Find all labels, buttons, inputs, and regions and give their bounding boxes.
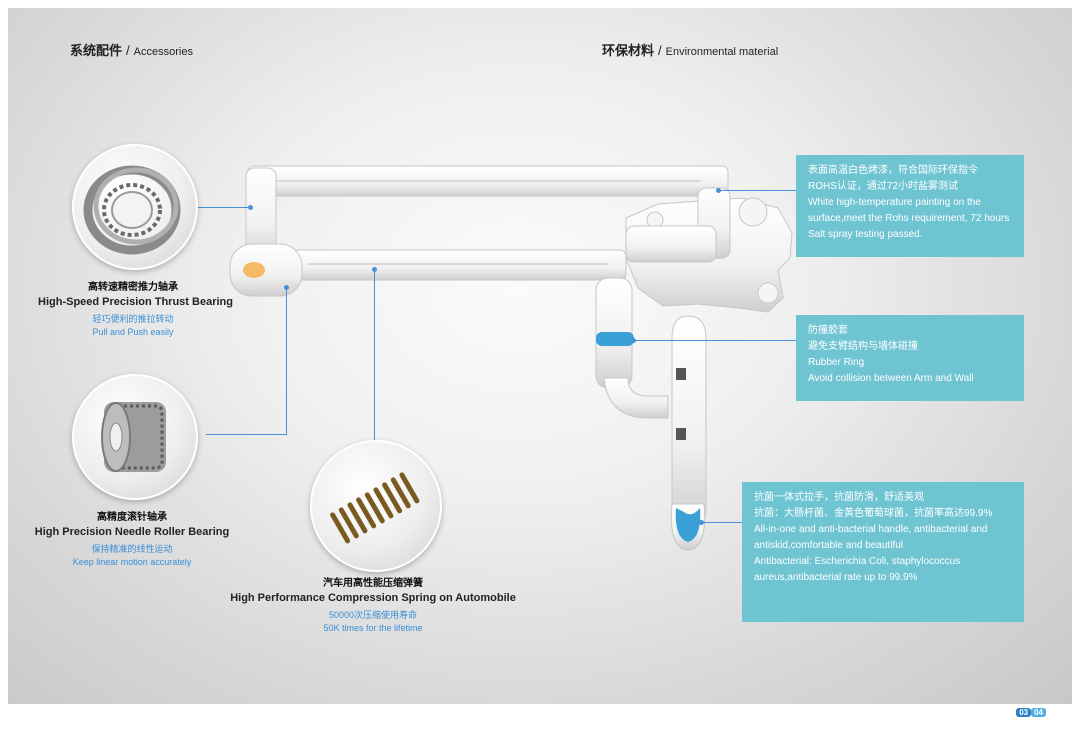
leader-dot-roller [284, 285, 289, 290]
environmental-heading: 环保材料/Environmental material [602, 43, 779, 58]
leader-painting [720, 190, 796, 191]
leader-dot-thrust [248, 205, 253, 210]
roller-bearing-icon [101, 402, 166, 472]
thrust-bearing-caption: 高转速精密推力轴承 High-Speed Precision Thrust Be… [38, 282, 233, 337]
leader-roller [206, 434, 287, 435]
leader-dot-handle [699, 520, 704, 525]
thrust-bearing-icon [83, 165, 181, 255]
leader-spring [374, 270, 375, 448]
leader-rubber [634, 340, 796, 341]
thrust-bearing-image [72, 144, 198, 270]
page-number-left: 03 [1016, 708, 1032, 717]
roller-bearing-image [72, 374, 198, 500]
painting-infobox: 表面高温白色烤漆，符合国际环保指令 ROHS认证，通过72小时盐雾测试 Whit… [796, 155, 1024, 257]
leader-dot-spring [372, 267, 377, 272]
spring-image [310, 440, 442, 572]
spring-icon [330, 472, 420, 544]
accessories-heading: 系统配件/Accessories [70, 43, 193, 58]
rubber-ring-infobox: 防撞胶套 避免支臂结构与墙体碰撞 Rubber Ring Avoid colli… [796, 315, 1024, 401]
leader-roller-vertical [286, 288, 287, 434]
page-number-right: 04 [1031, 708, 1046, 717]
leader-dot-rubber [631, 338, 636, 343]
roller-bearing-caption: 高精度滚针轴承 High Precision Needle Roller Bea… [34, 512, 230, 567]
leader-thrust [196, 207, 252, 208]
spring-caption: 汽车用高性能压缩弹簧 High Performance Compression … [230, 578, 516, 633]
leader-handle [702, 522, 742, 523]
handle-infobox: 抗菌一体式拉手，抗菌防滑，舒适美观 抗菌：大肠杆菌、金黄色葡萄球菌，抗菌率高达9… [742, 482, 1024, 622]
arm-illustration [229, 165, 793, 551]
brochure-page: 系统配件/Accessories 环保材料/Environmental mate… [8, 8, 1072, 704]
leader-dot-painting [716, 188, 721, 193]
